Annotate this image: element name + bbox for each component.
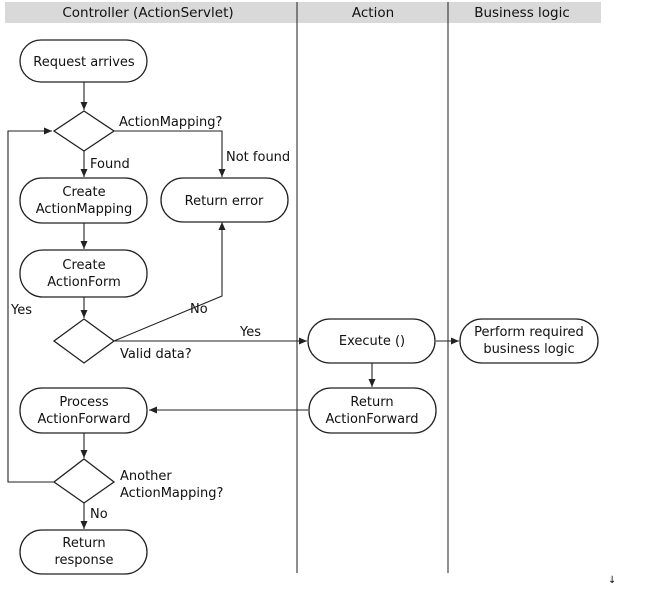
label-another-line2: ActionMapping?	[120, 486, 223, 501]
label-actionmapping-question: ActionMapping?	[119, 115, 222, 130]
edge-label-yes-valid: Yes	[239, 325, 261, 340]
svg-text:Process: Process	[59, 395, 109, 410]
svg-text:ActionForm: ActionForm	[47, 275, 120, 290]
edge-mapping-not-found	[114, 130, 226, 177]
svg-text:Request arrives: Request arrives	[33, 55, 135, 70]
lane-title-business: Business logic	[474, 5, 570, 21]
node-valid-data-decision	[52, 318, 116, 364]
svg-text:Return: Return	[350, 395, 393, 410]
node-perform-business-logic: Perform required business logic	[459, 318, 599, 364]
node-return-actionforward: Return ActionForward	[308, 387, 437, 434]
svg-text:Create: Create	[62, 258, 105, 273]
svg-text:Return: Return	[62, 536, 105, 551]
svg-text:Create: Create	[62, 185, 105, 200]
edge-label-yes-loop: Yes	[10, 303, 32, 318]
node-create-actionmapping: Create ActionMapping	[19, 177, 148, 224]
node-return-response: Return response	[19, 529, 148, 575]
svg-text:business logic: business logic	[483, 342, 574, 357]
edge-label-no-invalid: No	[190, 302, 208, 317]
svg-text:ActionForward: ActionForward	[326, 412, 419, 427]
svg-text:response: response	[54, 553, 113, 568]
node-execute: Execute ()	[307, 318, 436, 364]
edge-valid-no	[113, 222, 226, 342]
node-process-actionforward: Process ActionForward	[19, 387, 148, 434]
edge-label-found: Found	[90, 157, 130, 172]
node-return-error: Return error	[160, 177, 289, 223]
node-actionmapping-decision	[52, 110, 116, 152]
lane-title-controller: Controller (ActionServlet)	[62, 5, 233, 21]
svg-text:ActionForward: ActionForward	[38, 412, 131, 427]
node-create-actionform: Create ActionForm	[19, 249, 148, 298]
svg-text:ActionMapping: ActionMapping	[36, 202, 133, 217]
footer-arrow-mark: ↓	[608, 575, 616, 586]
node-another-mapping-decision	[52, 458, 116, 504]
edge-label-not-found: Not found	[226, 150, 290, 165]
svg-text:Perform required: Perform required	[474, 325, 584, 340]
label-another-line1: Another	[120, 469, 172, 484]
edge-another-yes-loop	[7, 127, 54, 483]
edge-label-no-finish: No	[90, 507, 108, 522]
svg-text:Execute (): Execute ()	[339, 334, 405, 349]
lane-header-bar	[5, 2, 601, 23]
node-request-arrives: Request arrives	[19, 39, 148, 83]
svg-text:Return error: Return error	[185, 194, 264, 209]
label-valid-data-question: Valid data?	[120, 347, 192, 362]
lane-title-action: Action	[352, 5, 394, 21]
